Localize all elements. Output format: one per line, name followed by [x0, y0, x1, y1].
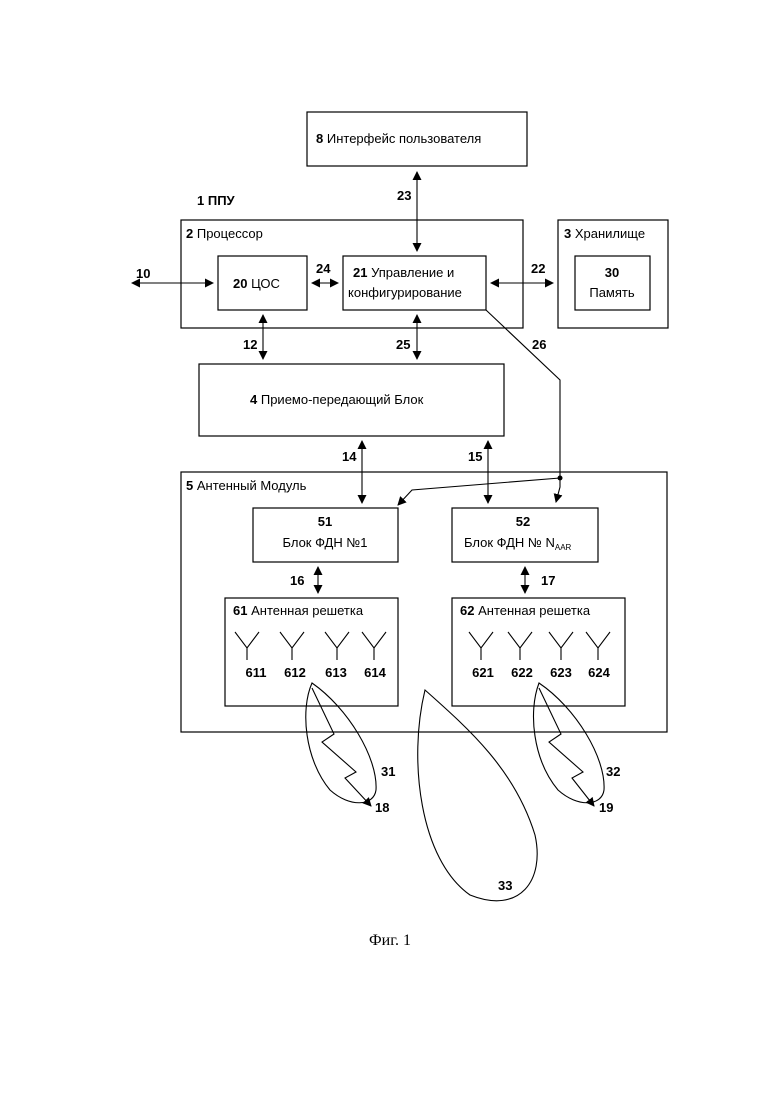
- svg-text:21 Управление и: 21 Управление и: [353, 265, 454, 280]
- element-label: 614: [364, 665, 386, 680]
- memory-number: 30: [605, 265, 619, 280]
- storage-label: Хранилище: [575, 226, 645, 241]
- control-config-label-2: конфигурирование: [348, 285, 462, 300]
- link-26-to-bfn1: [398, 478, 560, 505]
- antenna-icon: [586, 632, 610, 660]
- array2-number: 62: [460, 603, 474, 618]
- dsp-number: 20: [233, 276, 247, 291]
- array1-number: 61: [233, 603, 247, 618]
- svg-text:62 Антенная решетка: 62 Антенная решетка: [460, 603, 591, 618]
- memory-label: Память: [589, 285, 635, 300]
- antenna-icon: [362, 632, 386, 660]
- link-26-to-bfn2: [556, 478, 560, 502]
- array1-label: Антенная решетка: [251, 603, 364, 618]
- array2-label: Антенная решетка: [478, 603, 591, 618]
- target-18-label: 18: [375, 800, 389, 815]
- svg-text:4 Приемо-передающий Блок: 4 Приемо-передающий Блок: [250, 392, 424, 407]
- link-15-label: 15: [468, 449, 482, 464]
- beam-33-lobe: [418, 690, 537, 901]
- dsp-label: ЦОС: [251, 276, 280, 291]
- antenna-icon: [280, 632, 304, 660]
- bfn2-number: 52: [516, 514, 530, 529]
- processor-label: Процессор: [197, 226, 263, 241]
- antenna-icon: [549, 632, 573, 660]
- beam-32-lobe: [533, 683, 604, 803]
- element-label: 621: [472, 665, 494, 680]
- user-interface-number: 8: [316, 131, 323, 146]
- antenna-module-number: 5: [186, 478, 193, 493]
- control-config-number: 21: [353, 265, 367, 280]
- element-label: 612: [284, 665, 306, 680]
- transceiver-number: 4: [250, 392, 258, 407]
- link-24-label: 24: [316, 261, 331, 276]
- beam-33-label: 33: [498, 878, 512, 893]
- target-19-label: 19: [599, 800, 613, 815]
- svg-text:2 Процессор: 2 Процессор: [186, 226, 263, 241]
- bfn2-label: Блок ФДН №: [464, 535, 542, 550]
- svg-text:5 Антенный Модуль: 5 Антенный Модуль: [186, 478, 307, 493]
- svg-text:3 Хранилище: 3 Хранилище: [564, 226, 645, 241]
- link-23-label: 23: [397, 188, 411, 203]
- link-10-label: 10: [136, 266, 150, 281]
- antenna-module-label: Антенный Модуль: [197, 478, 307, 493]
- link-26-line: [486, 310, 560, 478]
- svg-text:1 ППУ: 1 ППУ: [197, 193, 236, 208]
- antenna-icon: [325, 632, 349, 660]
- svg-text:61 Антенная решетка: 61 Антенная решетка: [233, 603, 364, 618]
- element-label: 613: [325, 665, 347, 680]
- bfn1-label: Блок ФДН №1: [282, 535, 367, 550]
- link-12-label: 12: [243, 337, 257, 352]
- link-17-label: 17: [541, 573, 555, 588]
- bfn2-symbol: N: [545, 535, 554, 550]
- antenna-element-icons: [235, 632, 610, 660]
- link-25-label: 25: [396, 337, 410, 352]
- processor-number: 2: [186, 226, 193, 241]
- svg-text:8 Интерфейс пользователя: 8 Интерфейс пользователя: [316, 131, 481, 146]
- ppu-number: 1: [197, 193, 204, 208]
- bfn1-number: 51: [318, 514, 332, 529]
- bfn2-subscript: AAR: [555, 543, 572, 552]
- link-26-label: 26: [532, 337, 546, 352]
- svg-text:20 ЦОС: 20 ЦОС: [233, 276, 280, 291]
- storage-number: 3: [564, 226, 571, 241]
- beam-patterns: [306, 683, 604, 901]
- control-config-label-1: Управление и: [371, 265, 454, 280]
- link-16-label: 16: [290, 573, 304, 588]
- element-label: 624: [588, 665, 610, 680]
- element-label: 611: [246, 665, 267, 680]
- ppu-label: ППУ: [208, 193, 236, 208]
- antenna-icon: [235, 632, 259, 660]
- transceiver-label: Приемо-передающий Блок: [261, 392, 424, 407]
- antenna-icon: [469, 632, 493, 660]
- link-14-label: 14: [342, 449, 357, 464]
- beam-31-label: 31: [381, 764, 395, 779]
- element-label: 622: [511, 665, 533, 680]
- beam-32-label: 32: [606, 764, 620, 779]
- link-22-label: 22: [531, 261, 545, 276]
- svg-text:Блок ФДН № NAAR: Блок ФДН № NAAR: [464, 535, 572, 552]
- element-label: 623: [550, 665, 572, 680]
- antenna-icon: [508, 632, 532, 660]
- user-interface-label: Интерфейс пользователя: [327, 131, 481, 146]
- beam-31-lobe: [306, 683, 376, 803]
- figure-caption: Фиг. 1: [369, 932, 411, 949]
